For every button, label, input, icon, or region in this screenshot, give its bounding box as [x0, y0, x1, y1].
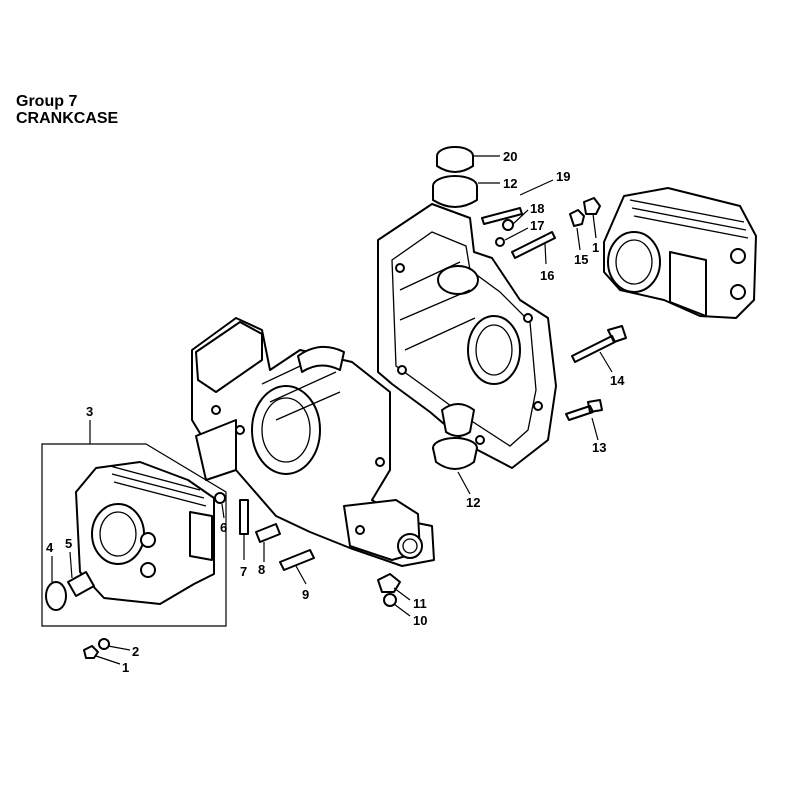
bolt-14	[571, 325, 627, 363]
callout-17: 17	[530, 218, 544, 233]
callout-1-bottom: 1	[122, 660, 129, 675]
group-number: Group 7	[16, 93, 78, 110]
stud-8	[255, 523, 281, 543]
callout-18: 18	[530, 201, 544, 216]
callout-13: 13	[592, 440, 606, 455]
seal-ring-top	[436, 146, 474, 173]
washer-18	[502, 219, 514, 231]
callout-12-top: 12	[503, 176, 517, 191]
bearing-seal-bottom	[432, 437, 478, 470]
seal-4	[45, 581, 67, 611]
callout-3: 3	[86, 404, 93, 419]
bolt-13	[565, 399, 603, 421]
sleeve-5	[67, 571, 95, 597]
crankcase-half-right	[377, 203, 557, 469]
callout-15: 15	[574, 252, 588, 267]
callout-11: 11	[413, 596, 427, 611]
cylinder-right	[603, 187, 757, 319]
assembly-bracket	[41, 420, 227, 627]
callout-10: 10	[413, 613, 427, 628]
callout-20: 20	[503, 149, 517, 164]
ring-17	[495, 237, 505, 247]
washer-10	[383, 593, 397, 607]
callout-7: 7	[240, 564, 247, 579]
nut-1-top	[583, 197, 601, 215]
callout-labels: 20 12 19 18 17 16 15 1 14 13 12 3 6 4 5 …	[46, 149, 625, 675]
nut-15	[569, 209, 585, 227]
callout-8: 8	[258, 562, 265, 577]
callout-14: 14	[610, 373, 625, 388]
crankcase-half-left	[191, 317, 435, 567]
group-title: CRANKCASE	[16, 110, 119, 127]
callout-2: 2	[132, 644, 139, 659]
bearing-seal-top	[432, 175, 478, 208]
callout-4: 4	[46, 540, 54, 555]
dowel-7	[239, 499, 249, 535]
callout-5: 5	[65, 536, 72, 551]
washer-2	[98, 638, 110, 650]
nut-11	[377, 573, 401, 593]
leader-lines	[51, 155, 613, 665]
callout-19: 19	[556, 169, 570, 184]
cylinder-left	[75, 461, 215, 605]
nut-1-bottom	[83, 645, 99, 659]
callout-16: 16	[540, 268, 554, 283]
callout-1-top: 1	[592, 240, 599, 255]
stud-19	[481, 207, 523, 225]
washer-6	[214, 492, 226, 504]
callout-6: 6	[220, 520, 227, 535]
callout-12-bottom: 12	[466, 495, 480, 510]
callout-9: 9	[302, 587, 309, 602]
stud-16	[511, 231, 556, 259]
bolt-9	[279, 549, 315, 571]
